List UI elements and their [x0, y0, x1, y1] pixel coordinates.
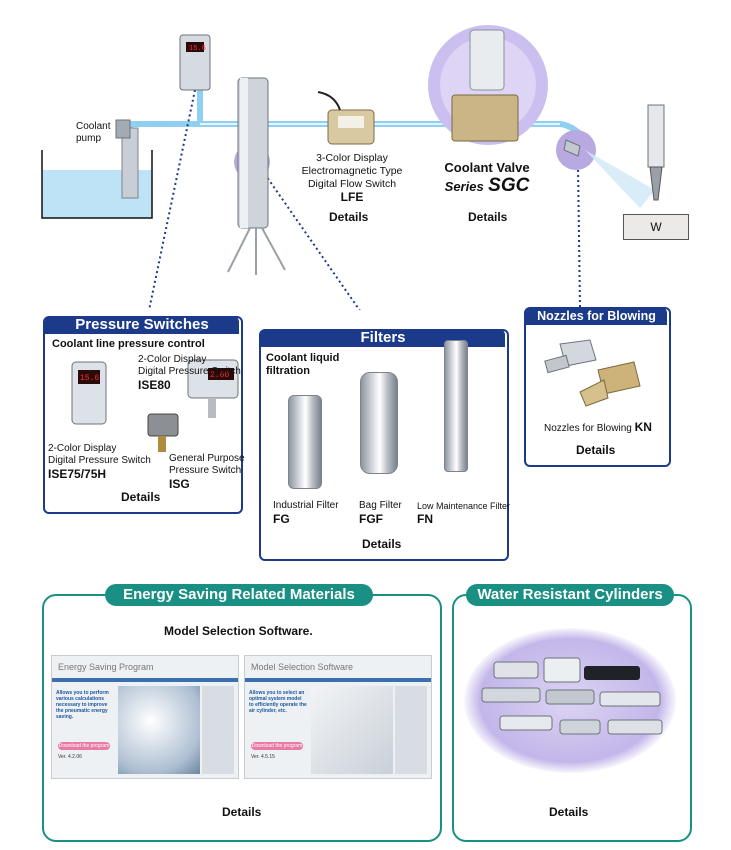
nozzles-caption: Nozzles for Blowing KN — [544, 421, 652, 435]
workpiece-box: W — [623, 214, 689, 240]
ise75-caption: 2-Color Display Digital Pressure Switch … — [48, 443, 151, 481]
ise80-display: 2.00 — [210, 371, 229, 380]
pressure-switches-details-link[interactable]: Details — [121, 490, 161, 504]
ise75-l2: Digital Pressure Switch — [48, 455, 151, 466]
fn-label: Low Maintenance Filter — [417, 501, 511, 511]
cylinders-details-link[interactable]: Details — [549, 805, 589, 819]
energy-screen-blurb: Allows you to perform various calculatio… — [56, 690, 109, 720]
process-diagram: 15.6 — [41, 25, 665, 310]
workpiece-label: W — [650, 220, 662, 234]
cylinders-header: Water Resistant Cylinders — [466, 584, 674, 606]
energy-header: Energy Saving Related Materials — [105, 584, 373, 606]
nozzle-shape — [563, 139, 581, 157]
model-screen-title: Model Selection Software — [251, 662, 354, 672]
ise80-l2: Digital Pressure Switch — [138, 366, 241, 377]
energy-details-link[interactable]: Details — [222, 805, 262, 819]
coolant-valve-shape — [428, 25, 548, 145]
flow-switch-shape — [317, 91, 375, 145]
fgf-label: Bag Filter — [359, 500, 402, 511]
ise80-l1: 2-Color Display — [138, 354, 207, 365]
model-selection-screenshot: Model Selection Software Allows you to s… — [244, 655, 432, 779]
energy-subtitle: Model Selection Software. — [164, 624, 313, 638]
isg-model: ISG — [169, 477, 190, 491]
filters-header: Filters — [261, 329, 505, 347]
isg-l2: Pressure Switch — [169, 465, 242, 476]
coolant-valve-caption: Coolant Valve Series SGC — [432, 160, 542, 197]
coolant-valve-series-model: SGC — [488, 175, 530, 196]
flow-switch-l2: Electromagnetic Type — [301, 165, 403, 177]
fgf-filter-image — [360, 372, 398, 474]
line-filter — [227, 77, 286, 275]
filters-subtitle-l1: Coolant liquid — [266, 352, 340, 364]
cutting-tool — [647, 104, 665, 201]
fgf-caption: Bag Filter FGF — [359, 500, 402, 526]
coolant-valve-series: Series SGC — [432, 175, 542, 197]
pressure-switch-images: 15.6 2.00 — [71, 359, 239, 452]
pressure-switches-header: Pressure Switches — [45, 316, 239, 334]
fg-label: Industrial Filter — [273, 500, 339, 511]
cylinder-products — [481, 657, 663, 735]
model-download-button[interactable]: Download the program — [251, 742, 303, 750]
energy-screen-ver: Ver. 4.2.06 — [58, 754, 82, 760]
pressure-switches-subtitle: Coolant line pressure control — [52, 338, 205, 350]
isg-caption: General Purpose Pressure Switch ISG — [169, 453, 245, 491]
filters-subtitle: Coolant liquid filtration — [266, 352, 339, 378]
nozzles-details-link[interactable]: Details — [576, 443, 616, 457]
fn-model: FN — [417, 512, 433, 526]
energy-screenshot: Energy Saving Program Allows you to perf… — [51, 655, 239, 779]
svg-text:15.6: 15.6 — [189, 45, 206, 53]
nozzles-header: Nozzles for Blowing — [526, 307, 667, 325]
ise80-model: ISE80 — [138, 378, 171, 392]
fn-filter-image — [444, 340, 468, 472]
model-screen-blurb: Allows you to select an optimal system m… — [249, 690, 307, 714]
energy-download-button[interactable]: Download the program — [58, 742, 110, 750]
flow-switch-l3: Digital Flow Switch — [307, 178, 397, 190]
fg-caption: Industrial Filter FG — [273, 500, 339, 526]
fgf-model: FGF — [359, 512, 383, 526]
flow-switch-caption: 3-Color Display Electromagnetic Type Dig… — [292, 152, 412, 204]
model-screen-ver: Ver. 4.5.15 — [251, 754, 275, 760]
ise75-l1: 2-Color Display — [48, 443, 117, 454]
isg-l1: General Purpose — [169, 453, 245, 464]
coolant-valve-series-word: Series — [444, 179, 484, 194]
flow-switch-model: LFE — [340, 190, 364, 204]
flow-switch-details-link[interactable]: Details — [329, 210, 369, 224]
ise75-model: ISE75/75H — [48, 467, 107, 481]
fn-caption: Low Maintenance Filter FN — [417, 500, 510, 526]
fg-filter-image — [288, 395, 322, 489]
energy-screen-title: Energy Saving Program — [58, 662, 154, 672]
ise80-caption: 2-Color Display Digital Pressure Switch … — [138, 354, 241, 392]
flow-switch-l1: 3-Color Display — [316, 152, 388, 164]
top-pressure-switch: 15.6 — [179, 34, 211, 91]
filters-subtitle-l2: filtration — [266, 365, 310, 377]
filters-details-link[interactable]: Details — [362, 537, 402, 551]
coolant-pump-shape — [115, 119, 139, 199]
coolant-pump-label: Coolant pump — [76, 121, 111, 144]
coolant-valve-details-link[interactable]: Details — [468, 210, 508, 224]
nozzles-model: KN — [634, 420, 652, 434]
coolant-valve-title: Coolant Valve — [444, 160, 530, 175]
ise75-display: 15.6 — [80, 374, 99, 383]
fg-model: FG — [273, 512, 290, 526]
nozzle-images — [544, 339, 641, 407]
nozzles-label: Nozzles for Blowing — [544, 423, 632, 434]
